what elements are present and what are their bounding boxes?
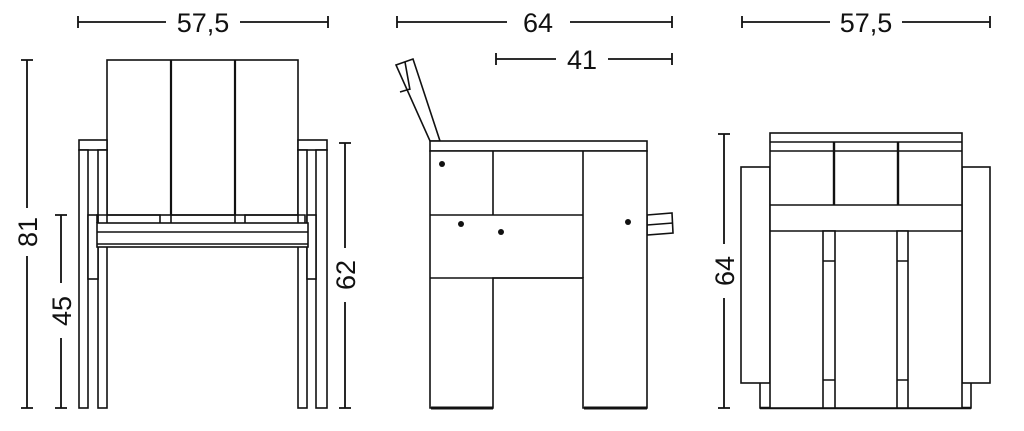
left-armrest-top bbox=[740, 166, 771, 384]
top-width-dimension: 57,5 bbox=[741, 8, 991, 38]
top-depth-dimension: 64 bbox=[710, 133, 740, 409]
right-inner-leg bbox=[297, 149, 308, 409]
arm-height-label: 62 bbox=[331, 260, 361, 290]
backrest bbox=[106, 59, 299, 216]
seat-height-label: 45 bbox=[47, 296, 77, 326]
left-armrest bbox=[78, 139, 108, 151]
arm-height-dimension: 62 bbox=[331, 142, 361, 409]
right-armrest-top bbox=[961, 166, 991, 384]
side-chair-drawing bbox=[394, 57, 674, 410]
front-height-label: 81 bbox=[13, 217, 43, 247]
right-outer-leg bbox=[315, 149, 328, 409]
left-outer-leg bbox=[78, 149, 89, 409]
bolt-dot bbox=[498, 229, 504, 235]
right-armrest bbox=[297, 139, 328, 151]
bolt-dot bbox=[625, 219, 631, 225]
front-width-label: 57,5 bbox=[177, 8, 230, 38]
side-depth-dimension: 64 bbox=[396, 8, 673, 38]
front-width-dimension: 57,5 bbox=[77, 8, 329, 38]
front-height-dimension: 81 bbox=[13, 59, 43, 409]
seat bbox=[96, 222, 309, 248]
seat-depth-dimension: 41 bbox=[495, 45, 673, 75]
top-width-label: 57,5 bbox=[840, 8, 893, 38]
bolt-dot bbox=[439, 161, 445, 167]
front-chair-drawing bbox=[78, 59, 328, 409]
bolt-dot bbox=[458, 221, 464, 227]
backrest-side bbox=[394, 57, 442, 142]
seat-height-dimension: 45 bbox=[47, 214, 77, 409]
left-inner-leg bbox=[97, 149, 108, 409]
top-chair-drawing bbox=[740, 132, 991, 410]
side-view: 64 41 bbox=[394, 8, 674, 410]
seat-top bbox=[429, 140, 648, 152]
side-depth-label: 64 bbox=[523, 8, 553, 38]
top-depth-label: 64 bbox=[710, 256, 740, 286]
top-view: 57,5 64 bbox=[710, 8, 991, 410]
seat-depth-label: 41 bbox=[567, 45, 597, 75]
front-view: 57,5 81 45 62 bbox=[13, 8, 361, 409]
